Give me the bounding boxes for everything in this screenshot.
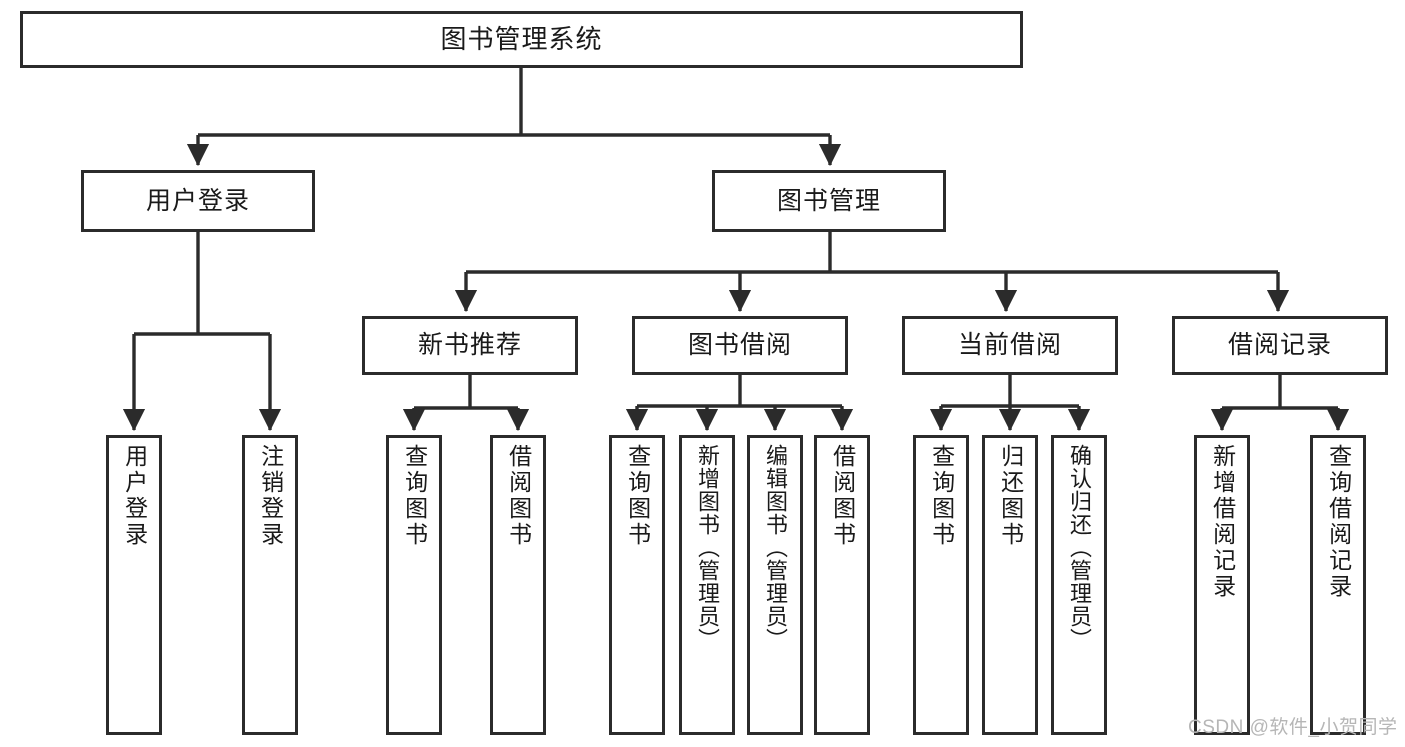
node-book-borrow[interactable]: 图书借阅 <box>632 316 848 375</box>
node-leaf-add-record[interactable]: 新增借阅记录 <box>1194 435 1250 735</box>
node-label: 新增借阅记录 <box>1209 444 1236 600</box>
node-leaf-edit-book[interactable]: 编辑图书（管理员） <box>747 435 803 735</box>
node-label: 查询图书 <box>928 444 955 548</box>
node-label: 借阅图书 <box>829 444 856 548</box>
node-leaf-query-book-2[interactable]: 查询图书 <box>609 435 665 735</box>
node-leaf-user-login[interactable]: 用户登录 <box>106 435 162 735</box>
node-leaf-query-book-1[interactable]: 查询图书 <box>386 435 442 735</box>
node-current-borrow[interactable]: 当前借阅 <box>902 316 1118 375</box>
node-label: 用户登录 <box>145 186 250 215</box>
node-leaf-query-book-3[interactable]: 查询图书 <box>913 435 969 735</box>
node-root-system[interactable]: 图书管理系统 <box>20 11 1023 68</box>
node-leaf-add-book[interactable]: 新增图书（管理员） <box>679 435 735 735</box>
node-book-manage[interactable]: 图书管理 <box>712 170 946 232</box>
node-user-login[interactable]: 用户登录 <box>81 170 315 232</box>
node-label: 确认归还（管理员） <box>1066 444 1092 651</box>
node-label: 借阅图书 <box>505 444 532 548</box>
node-label: 图书管理 <box>776 186 881 215</box>
node-borrow-record[interactable]: 借阅记录 <box>1172 316 1388 375</box>
node-label: 查询图书 <box>624 444 651 548</box>
node-leaf-borrow-book-2[interactable]: 借阅图书 <box>814 435 870 735</box>
node-label: 用户登录 <box>121 444 148 548</box>
node-label: 注销登录 <box>257 444 284 548</box>
node-label: 编辑图书（管理员） <box>762 444 788 651</box>
node-label: 查询借阅记录 <box>1325 444 1352 600</box>
node-label: 图书管理系统 <box>440 23 603 54</box>
node-leaf-logout[interactable]: 注销登录 <box>242 435 298 735</box>
node-leaf-return-book[interactable]: 归还图书 <box>982 435 1038 735</box>
watermark-text: CSDN @软件_小贺同学 <box>1188 717 1398 738</box>
node-leaf-confirm-return[interactable]: 确认归还（管理员） <box>1051 435 1107 735</box>
node-label: 当前借阅 <box>957 331 1062 360</box>
node-leaf-query-record[interactable]: 查询借阅记录 <box>1310 435 1366 735</box>
node-label: 归还图书 <box>997 444 1024 548</box>
node-label: 新书推荐 <box>417 331 522 360</box>
node-label: 图书借阅 <box>687 331 792 360</box>
node-label: 查询图书 <box>401 444 428 548</box>
node-leaf-borrow-book-1[interactable]: 借阅图书 <box>490 435 546 735</box>
node-label: 借阅记录 <box>1227 331 1332 360</box>
node-label: 新增图书（管理员） <box>694 444 720 651</box>
node-new-book-recommend[interactable]: 新书推荐 <box>362 316 578 375</box>
